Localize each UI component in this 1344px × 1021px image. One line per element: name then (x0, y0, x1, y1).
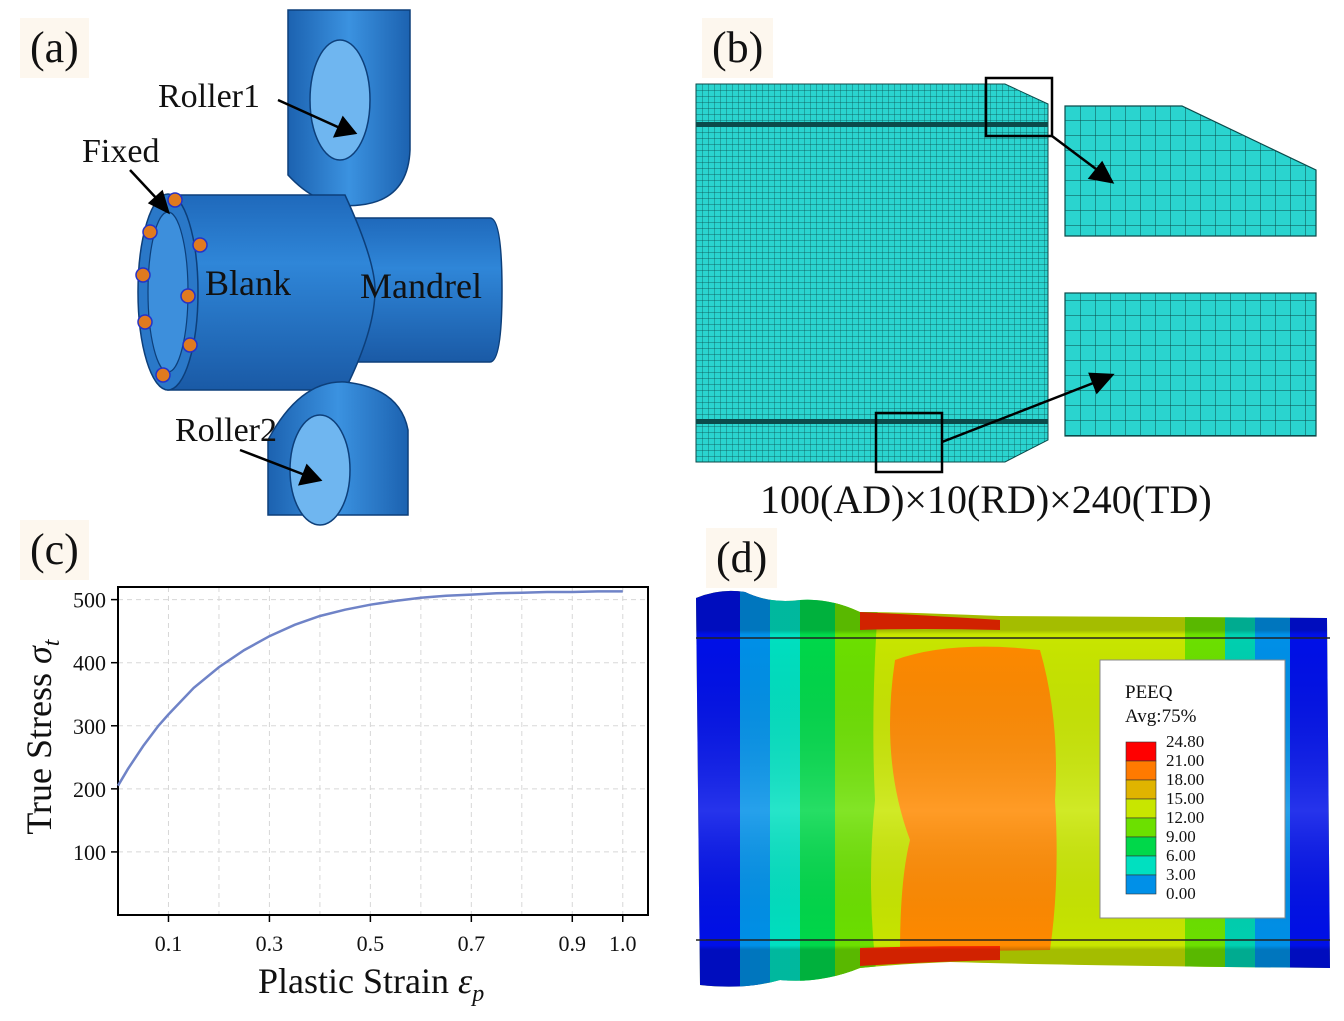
detail-mesh-bottom (1064, 292, 1317, 437)
blank-label: Blank (205, 263, 291, 303)
legend-swatch-6 (1125, 855, 1157, 876)
chart-ytick-label-1: 200 (73, 777, 106, 802)
fixed-label: Fixed (82, 133, 160, 170)
chart-xtick-label-0: 0.1 (155, 931, 183, 956)
panel-b-label: (b) (702, 18, 774, 78)
legend-value-6: 6.00 (1166, 846, 1196, 865)
peeq-legend-swatches (1125, 741, 1157, 895)
panel-a-arrows (129, 98, 358, 486)
legend-value-8: 0.00 (1166, 884, 1196, 903)
chart-ytick-label-3: 400 (73, 651, 106, 676)
chart-ytick-label-2: 300 (73, 714, 106, 739)
chart-xtick-label-2: 0.5 (357, 931, 385, 956)
fixed-constraint-markers (135, 192, 208, 383)
legend-value-2: 18.00 (1166, 770, 1205, 789)
mandrel-shape (349, 217, 503, 363)
zoom-box-top (984, 76, 1054, 138)
legend-swatch-5 (1125, 836, 1157, 857)
chart-xtick-label-5: 1.0 (609, 931, 637, 956)
legend-swatch-7 (1125, 874, 1157, 895)
legend-swatch-1 (1125, 760, 1157, 781)
mesh-top-band (696, 122, 1048, 127)
chart-frame (117, 586, 649, 916)
mesh-size-caption: 100(AD)×10(RD)×240(TD) (760, 477, 1212, 522)
roller1-shape (287, 9, 411, 207)
panel-b-arrows (941, 135, 1115, 444)
panel-c-label: (c) (20, 520, 89, 580)
chart-x-axis-label: Plastic Strain εp (258, 961, 485, 1008)
chart-ytick-label-4: 500 (73, 588, 106, 613)
legend-value-7: 3.00 (1166, 865, 1196, 884)
legend-value-4: 12.00 (1166, 808, 1205, 827)
mesh-bottom-band (696, 419, 1048, 424)
legend-swatch-3 (1125, 798, 1157, 819)
roller2-label: Roller2 (175, 412, 277, 449)
chart-xtick-label-1: 0.3 (256, 931, 284, 956)
legend-value-3: 15.00 (1166, 789, 1205, 808)
chart-ytick-label-0: 100 (73, 840, 106, 865)
legend-title: PEEQ (1125, 682, 1173, 703)
chart-series-line-0 (116, 590, 623, 787)
legend-value-1: 21.00 (1166, 751, 1205, 770)
legend-avg: Avg:75% (1125, 706, 1197, 727)
detail-mesh-top (1064, 105, 1317, 237)
main-mesh (695, 83, 1049, 463)
zoom-box-bottom (874, 411, 944, 474)
panel-d-label: (d) (706, 528, 778, 588)
legend-swatch-4 (1125, 817, 1157, 838)
legend-swatch-0 (1125, 741, 1157, 762)
legend-value-5: 9.00 (1166, 827, 1196, 846)
legend-swatch-2 (1125, 779, 1157, 800)
chart-xtick-label-4: 0.9 (559, 931, 587, 956)
roller1-label: Roller1 (158, 78, 260, 115)
legend-value-0: 24.80 (1166, 732, 1205, 751)
panel-a-label: (a) (20, 18, 89, 78)
mandrel-label: Mandrel (360, 266, 482, 306)
chart-xtick-label-3: 0.7 (458, 931, 486, 956)
